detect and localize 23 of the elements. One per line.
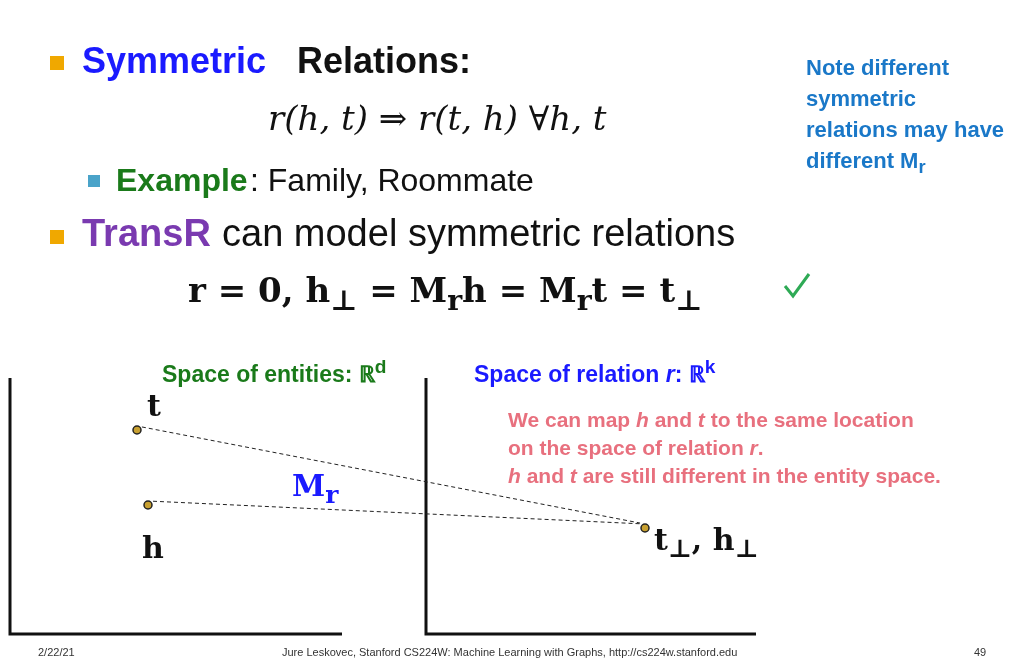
note-text: on the space of relation r. bbox=[508, 436, 764, 460]
point-label: t bbox=[147, 388, 161, 423]
axis-title: Space of relation r: ℝ$^{k}$ bbox=[474, 356, 716, 389]
heading-text: Relations: bbox=[297, 40, 472, 82]
footer-date: 2/22/21 bbox=[38, 646, 75, 658]
example-text: : Family, Roommate bbox=[250, 162, 534, 199]
axis-title: Space of entities: ℝ$^{d}$ bbox=[162, 356, 387, 389]
heading-word: Symmetric bbox=[82, 40, 267, 82]
bullet-text: can model symmetric relations bbox=[222, 212, 736, 255]
example-label: Example bbox=[116, 162, 248, 199]
side-note: Note different symmetric relations may have different M$_{r}$ bbox=[806, 54, 1006, 180]
footer-text: Jure Leskovec, Stanford CS224W: Machine Learning with Graphs, http://cs224w.stanford.edu bbox=[282, 646, 738, 658]
formula: r = 0, h$_{⊥}$ = M$_{r}$h = M$_{r}$t = t$_{⊥}$ bbox=[188, 270, 703, 317]
dashed-line bbox=[152, 500, 641, 525]
bullet-keyword: TransR bbox=[82, 212, 211, 255]
dashed-line bbox=[141, 426, 641, 524]
point-label: h bbox=[142, 530, 164, 565]
mapping-label: M$_{r}$ bbox=[292, 468, 339, 509]
formula: r(h, t) ⇒ r(t, h) ∀h, t bbox=[268, 98, 607, 138]
page-number: 49 bbox=[974, 646, 987, 658]
note-text: h and t are still different in the entity space. bbox=[508, 464, 941, 488]
note-text: We can map h and t to the same location bbox=[508, 408, 914, 432]
point-label: t$_{⊥}$, h$_{⊥}$ bbox=[654, 522, 759, 563]
